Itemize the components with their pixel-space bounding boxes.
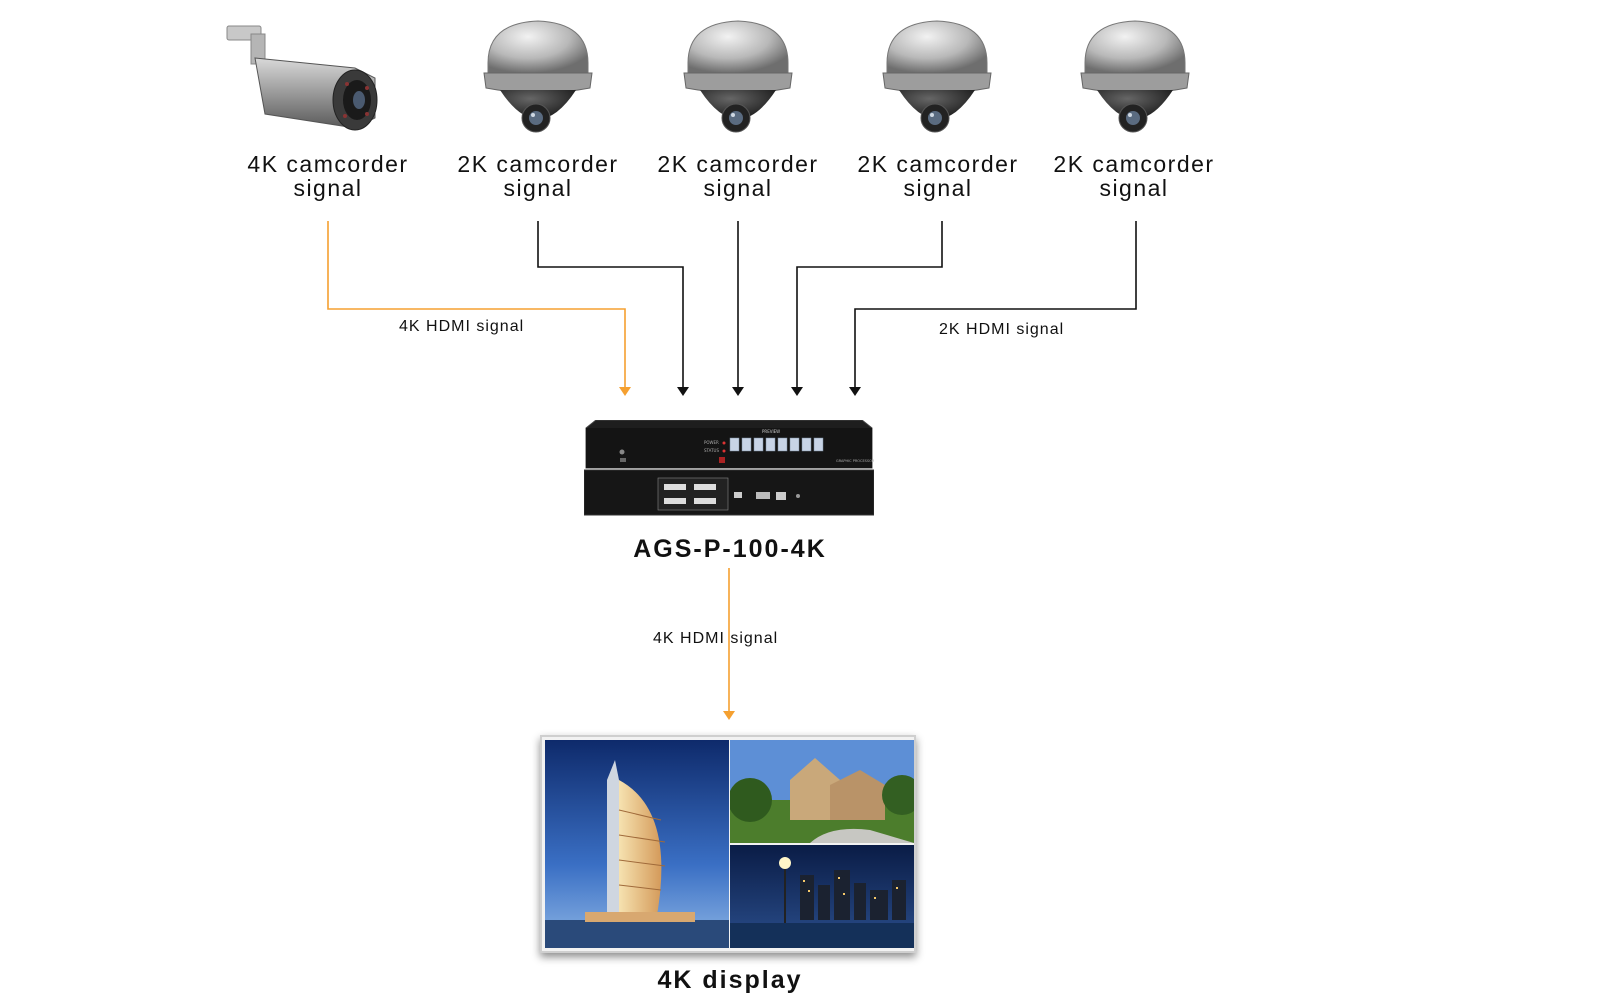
dome-camera-icon [683,20,793,133]
wire-2k-input-3 [791,221,943,396]
wire-2k-input-4 [849,221,1137,396]
wire-2k-input-2 [732,221,744,396]
display-screen-icon [540,735,916,953]
camera-5 [1075,18,1195,143]
svg-text:POWER: POWER [704,440,719,445]
dome-camera-icon [483,20,593,133]
dome-camera-icon [882,20,992,133]
video-processor: POWER STATUS PREVIEW GRAPHIC PROCESSOR [583,419,875,520]
display-pane-left [545,740,729,948]
camera-3 [678,18,798,143]
svg-text:STATUS: STATUS [704,448,719,453]
signal-label-2k-input: 2K HDMI signal [939,321,1065,338]
wire-4k-output [723,568,735,720]
device-label: AGS-P-100-4K [633,535,827,563]
camera-2 [478,18,598,143]
display-pane-bottom-right [730,845,914,948]
camera-4 [877,18,997,143]
video-processor-icon: POWER STATUS PREVIEW GRAPHIC PROCESSOR [583,419,875,516]
display-label: 4K display [657,966,803,994]
dome-camera-icon [1080,20,1190,133]
svg-text:PREVIEW: PREVIEW [762,429,780,434]
wire-4k-input [327,221,631,396]
camera-1 [225,18,378,143]
signal-label-4k-output: 4K HDMI signal [653,630,779,647]
svg-text:GRAPHIC PROCESSOR: GRAPHIC PROCESSOR [836,459,874,463]
bullet-camera-icon [226,25,378,131]
arrow-head-4k-input [619,387,631,396]
wire-2k-input-1 [537,221,689,396]
display-pane-top-right [730,740,914,843]
signal-label-4k-input: 4K HDMI signal [399,318,525,335]
